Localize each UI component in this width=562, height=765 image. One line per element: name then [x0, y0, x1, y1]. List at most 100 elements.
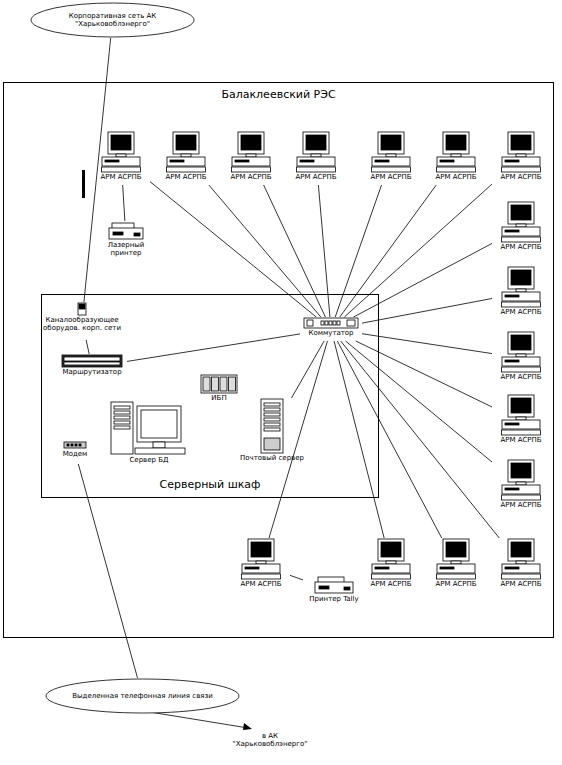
- pc-icon: [501, 201, 541, 243]
- device-label: АРМ АСРПБ: [370, 173, 411, 181]
- link-line: [346, 341, 492, 462]
- device-label: АРМ АСРПБ: [100, 173, 141, 181]
- link-line: [78, 464, 137, 678]
- pc-icon: [296, 131, 336, 173]
- network-link: [318, 185, 330, 317]
- device-label: ИБП: [211, 394, 226, 402]
- link-line: [335, 185, 381, 317]
- link-line: [290, 575, 303, 580]
- link-line: [123, 185, 125, 221]
- device: АРМ АСРПБ: [362, 538, 420, 592]
- device: АРМ АСРПБ: [232, 538, 290, 592]
- srvdb-icon: [109, 398, 189, 456]
- device-label: АРМ АСРПБ: [500, 580, 541, 588]
- network-link: [209, 185, 321, 317]
- link-line: [264, 185, 326, 317]
- device: АРМ АСРПБ: [492, 394, 550, 448]
- network-link: [264, 185, 326, 317]
- device-label: Модем: [63, 450, 88, 458]
- pc-icon: [501, 394, 541, 436]
- device: АРМ АСРПБ: [492, 266, 550, 320]
- device-label: Сервер БД: [129, 456, 168, 464]
- device-label: АРМ АСРПБ: [230, 173, 271, 181]
- network-link: [86, 340, 89, 354]
- pc-icon: [241, 538, 281, 580]
- network-cloud: Выделенная телефонная линия связи: [45, 678, 240, 714]
- link-line: [356, 341, 492, 407]
- network-link: [291, 341, 324, 398]
- printer-icon: [314, 575, 354, 595]
- device: Маршрутизатор: [57, 354, 127, 380]
- link-line: [334, 341, 384, 538]
- link-line: [86, 340, 89, 354]
- device-label: АРМ АСРПБ: [500, 243, 541, 251]
- device: АРМ АСРПБ: [492, 201, 550, 255]
- pc-icon: [371, 538, 411, 580]
- network-link: [346, 341, 492, 462]
- network-link: [290, 575, 303, 580]
- pc-icon: [501, 538, 541, 580]
- device: АРМ АСРПБ: [362, 131, 420, 185]
- network-cloud: Корпоративная сеть АК "Харьковоблэнерго": [30, 2, 195, 38]
- device: АРМ АСРПБ: [427, 131, 485, 185]
- network-link: [335, 185, 381, 317]
- pc-icon: [166, 131, 206, 173]
- network-link: [334, 341, 384, 538]
- device: АРМ АСРПБ: [92, 131, 150, 185]
- device: Коммутатор: [300, 317, 362, 341]
- network-link: [354, 243, 492, 317]
- device: АРМ АСРПБ: [427, 538, 485, 592]
- device-label: АРМ АСРПБ: [500, 308, 541, 316]
- region-box: Серверный шкафКаналообразующее оборудов.…: [41, 294, 379, 498]
- link-line: [362, 298, 492, 323]
- link-line: [337, 341, 441, 538]
- network-link: [127, 334, 300, 362]
- device: Принтер Tally: [303, 575, 365, 607]
- link-line: [209, 185, 321, 317]
- device: АРМ АСРПБ: [492, 459, 550, 513]
- device-label: АРМ АСРПБ: [500, 436, 541, 444]
- cable-segment: [82, 170, 85, 198]
- device-label: АРМ АСРПБ: [370, 580, 411, 588]
- device-label: АРМ АСРПБ: [500, 173, 541, 181]
- device-label: Маршрутизатор: [62, 368, 121, 376]
- device-label: АРМ АСРПБ: [435, 580, 476, 588]
- device: Модем: [57, 440, 93, 464]
- device: АРМ АСРПБ: [492, 131, 550, 185]
- network-link: [341, 341, 500, 538]
- link-line: [127, 334, 300, 362]
- ups-icon: [200, 374, 238, 394]
- link-line: [344, 184, 492, 317]
- network-link: [123, 185, 125, 221]
- network-link: [150, 182, 316, 317]
- modem-icon: [63, 440, 87, 450]
- rack-icon: [61, 354, 123, 368]
- device: АРМ АСРПБ: [222, 131, 280, 185]
- pc-icon: [101, 131, 141, 173]
- pc-icon: [501, 266, 541, 308]
- network-link: [78, 464, 137, 678]
- device-label: Каналообразующее оборудов. корп. сети: [40, 316, 124, 332]
- link-line: [318, 185, 330, 317]
- destination-label: в АК "Харьковоблэнерго": [225, 732, 315, 748]
- pc-icon: [436, 538, 476, 580]
- pc-icon: [501, 331, 541, 373]
- link-line: [354, 243, 492, 317]
- device: Сервер БД: [105, 398, 193, 468]
- network-link: [362, 298, 492, 323]
- network-link: [362, 334, 492, 354]
- device: Почтовый сервер: [240, 398, 304, 466]
- device-label: АРМ АСРПБ: [295, 173, 336, 181]
- device: Лазерный принтер: [94, 221, 158, 257]
- device-label: Коммутатор: [308, 329, 353, 337]
- network-link: [344, 184, 492, 317]
- network-link: [340, 185, 436, 317]
- device: АРМ АСРПБ: [492, 331, 550, 385]
- pc-icon: [371, 131, 411, 173]
- region-heading: Балаклеевский РЭС: [4, 88, 553, 101]
- pc-icon: [231, 131, 271, 173]
- switch-icon: [303, 317, 359, 329]
- outgoing-arrow: [150, 712, 248, 728]
- device: АРМ АСРПБ: [492, 538, 550, 592]
